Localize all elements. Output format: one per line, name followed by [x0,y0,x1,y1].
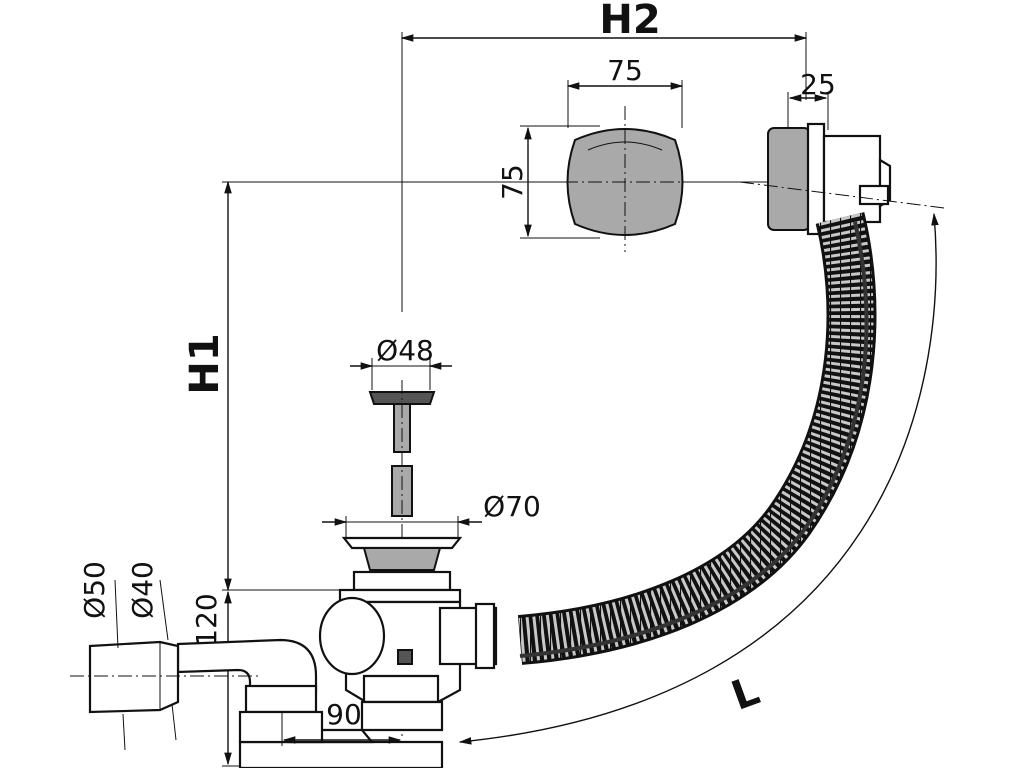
h1-label: H1 [182,333,228,394]
outlet-elbow: Ø50 Ø40 [70,561,324,751]
trap-offset-dimension: 90 [281,698,402,746]
h1-dimension: H1 [182,180,788,592]
plug-diameter-label: Ø48 [376,334,434,367]
h2-dimension: H2 [400,0,808,312]
plug: Ø48 [350,334,452,740]
trap-offset-label: 90 [326,698,362,731]
waste-diameter-label: Ø70 [483,490,541,523]
overflow-body: 25 [739,68,945,236]
overflow-cover: 75 75 [496,54,720,252]
trap-height-dimension: 120 [190,589,460,767]
overflow-depth-label: 25 [800,68,836,101]
h2-label: H2 [599,0,660,43]
trap-height-label: 120 [190,593,223,646]
outlet-inner-diameter-label: Ø40 [126,561,159,619]
l-label: L [726,668,766,720]
cover-width-label: 75 [607,54,643,87]
outlet-outer-diameter-label: Ø50 [78,561,111,619]
cover-height-label: 75 [496,164,529,200]
waste-fitting: Ø70 [322,490,541,604]
